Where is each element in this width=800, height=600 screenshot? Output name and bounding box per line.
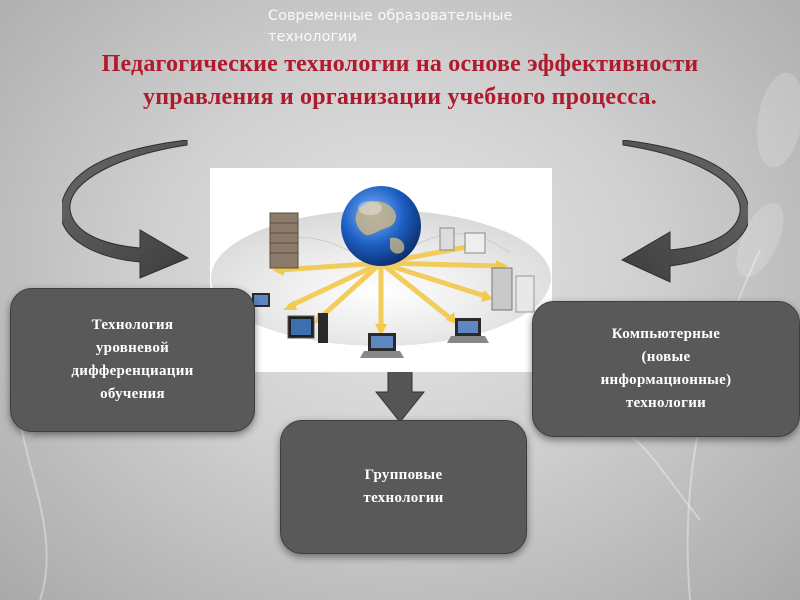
server-icon: [491, 267, 535, 313]
node-computer-technologies: Компьютерные (новые информационные) техн…: [532, 301, 800, 437]
title-line-2: управления и организации учебного процес…: [143, 84, 657, 110]
network-illustration: [210, 168, 552, 372]
laptop-icon: [360, 333, 404, 358]
slide-header: Современные образовательные технологии: [268, 8, 513, 45]
server-icon: [269, 212, 299, 269]
monitor-icon: [287, 313, 328, 343]
globe-icon: [341, 186, 421, 266]
slide-title: Педагогические технологии на основе эффе…: [30, 48, 770, 114]
node-level-differentiation-label: Технология уровневой дифференциации обуч…: [71, 317, 194, 402]
node-group-technologies-label: Групповые технологии: [363, 467, 444, 506]
node-level-differentiation: Технология уровневой дифференциации обуч…: [10, 288, 255, 432]
laptop-icon: [252, 293, 270, 307]
node-group-technologies: Групповые технологии: [280, 420, 527, 554]
title-line-1: Педагогические технологии на основе эффе…: [101, 51, 699, 77]
curved-arrow-left: [62, 140, 190, 279]
node-computer-technologies-label: Компьютерные (новые информационные) техн…: [600, 326, 732, 411]
down-arrow: [375, 368, 425, 423]
curved-arrow-right: [620, 140, 748, 283]
laptop-icon: [447, 318, 489, 343]
monitor-icon: [439, 227, 486, 254]
